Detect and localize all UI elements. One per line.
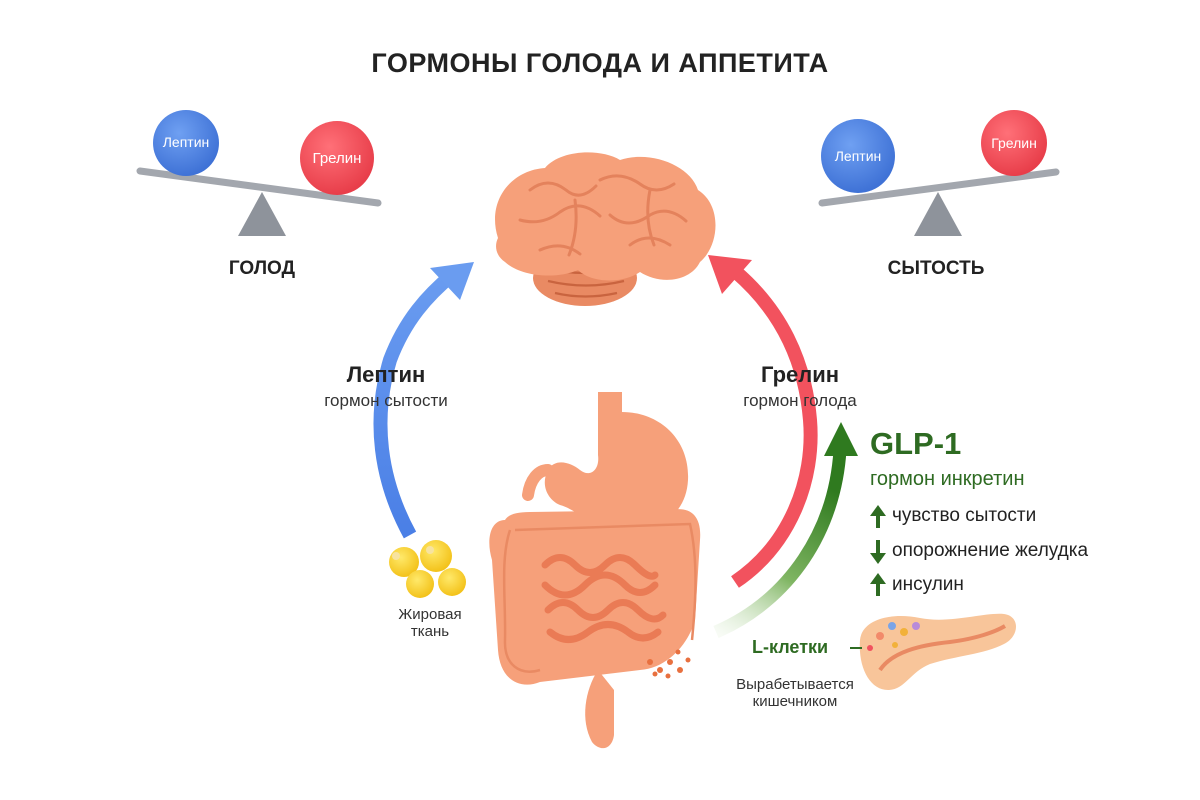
scale-beam [136, 167, 382, 207]
leptin-ball [821, 119, 895, 193]
ghrelin-label: Грелин [760, 362, 840, 387]
glp1-arrow [713, 422, 858, 638]
fat-tissue-line2: ткань [410, 623, 450, 640]
fat-tissue-label: Жировая ткань [370, 606, 490, 640]
brain-icon [495, 152, 716, 306]
l-cell-dots [647, 649, 691, 679]
fat-tissue-line1: Жировая [398, 606, 462, 623]
leptin-ball [153, 110, 219, 176]
hunger-caption: ГОЛОД [228, 258, 296, 279]
leptin-ball-label: Лептин [834, 148, 882, 164]
satiety-scale [818, 110, 1060, 236]
fat-tissue-icon [389, 540, 466, 598]
arrow-down-icon [870, 540, 886, 564]
ghrelin-ball [300, 121, 374, 195]
leptin-label: Лептин [346, 362, 426, 387]
l-cells-note-line1: Вырабетывается [736, 676, 854, 693]
arrow-up-icon [870, 573, 886, 596]
leptin-arrow [373, 262, 474, 539]
pancreas-icon [850, 613, 1016, 690]
arrow-up-icon [870, 505, 886, 528]
arrow-head-icon [430, 262, 474, 300]
scale-fulcrum-icon [238, 192, 286, 236]
effect-satiety: чувство сытости [892, 505, 1036, 527]
effect-gastric-emptying: опорожнение желудка [892, 540, 1088, 562]
arrow-head-icon [824, 422, 858, 456]
effect-text: чувство сытости [892, 505, 1037, 526]
intestines-icon [489, 509, 701, 749]
satiety-caption: СЫТОСТЬ [887, 258, 985, 279]
glp1-subtitle: гормон инкретин [870, 468, 1025, 490]
effect-text: инсулин [892, 574, 964, 595]
ghrelin-subtitle: гормон голода [743, 391, 857, 410]
scale-fulcrum-icon [914, 192, 962, 236]
ghrelin-ball-label: Грелин [312, 150, 362, 167]
l-cells-label: L-клетки [752, 637, 829, 657]
leptin-subtitle: гормон сытости [324, 391, 448, 410]
ghrelin-arrow [708, 255, 818, 588]
l-cells-note-line2: кишечником [752, 693, 838, 710]
scale-beam [818, 168, 1060, 207]
effect-insulin: инсулин [892, 574, 964, 596]
arrow-head-icon [708, 255, 752, 294]
effect-text: опорожнение желудка [892, 540, 1089, 561]
glp1-label: GLP-1 [870, 426, 962, 461]
leptin-ball-label: Лептин [162, 134, 210, 150]
stomach-icon [522, 392, 689, 532]
hunger-scale [136, 110, 382, 236]
ghrelin-ball [981, 110, 1047, 176]
ghrelin-ball-label: Грелин [991, 135, 1037, 151]
l-cells-note: Вырабетывается кишечником [720, 676, 870, 710]
effect-arrows [870, 505, 886, 596]
page-title: ГОРМОНЫ ГОЛОДА И АППЕТИТА [371, 48, 829, 78]
